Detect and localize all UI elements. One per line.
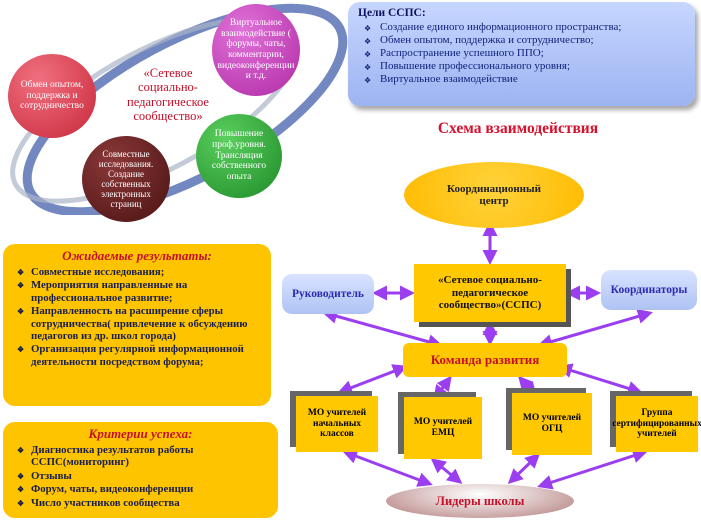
goals-list: Создание единого информационного простра… bbox=[358, 21, 685, 87]
bubble-research: Совместные исследования. Создание собств… bbox=[82, 136, 170, 222]
scheme-title: Схема взаимодействия bbox=[437, 120, 599, 137]
coordinators-box: Координаторы bbox=[601, 270, 697, 310]
goal-item: Повышение профессионального уровня; bbox=[358, 60, 685, 74]
goal-item: Обмен опытом, поддержка и сотрудничество… bbox=[358, 34, 685, 48]
expected-results-panel: Ожидаемые результаты: Совместные исследо… bbox=[3, 244, 271, 406]
result-item: Организация регулярной информационной де… bbox=[11, 343, 263, 368]
coordination-center: Координационный центр bbox=[404, 162, 584, 228]
goal-item: Виртуальное взаимодействие bbox=[358, 73, 685, 87]
community-center-label: «Сетевое социально-педагогическое сообще… bbox=[127, 66, 209, 124]
criteria-item: Диагностика результатов работы ССПС(мони… bbox=[11, 444, 270, 469]
school-leaders: Лидеры школы bbox=[386, 484, 574, 518]
result-item: Мероприятия направленные на профессионал… bbox=[11, 279, 263, 304]
group-ogc-teachers: МО учителей ОГЦ bbox=[512, 393, 592, 455]
goal-item: Создание единого информационного простра… bbox=[358, 21, 685, 35]
result-item: Совместные исследования; bbox=[11, 266, 263, 280]
result-item: Направленность на расширение сферы сотру… bbox=[11, 305, 263, 342]
group-primary-teachers: МО учителей начальных классов bbox=[296, 396, 378, 452]
success-criteria-panel: Критерии успеха: Диагностика результатов… bbox=[3, 422, 278, 518]
criteria-item: Отзывы bbox=[11, 470, 270, 484]
success-criteria-title: Критерии успеха: bbox=[88, 426, 193, 441]
success-criteria-list: Диагностика результатов работы ССПС(мони… bbox=[11, 444, 270, 511]
bubble-professional: Повышение проф.уровня. Трансляция собств… bbox=[196, 114, 282, 198]
goals-panel: Цели ССПС: Создание единого информационн… bbox=[348, 2, 695, 106]
group-certified-teachers: Группа сертифицированных учителей bbox=[612, 396, 701, 452]
goals-title: Цели ССПС: bbox=[358, 7, 426, 19]
group-emc-teachers: МО учителей ЕМЦ bbox=[404, 397, 482, 459]
goal-item: Распространение успешного ППО; bbox=[358, 47, 685, 61]
leader-box: Руководитель bbox=[282, 274, 374, 314]
community-box: «Сетевое социально-педагогическое сообще… bbox=[414, 264, 566, 322]
criteria-item: Форум, чаты, видеоконференции bbox=[11, 483, 270, 497]
bubble-virtual: Виртуальное взаимодействие ( форумы, чат… bbox=[212, 4, 300, 96]
development-team: Команда развития bbox=[403, 343, 567, 377]
expected-results-list: Совместные исследования; Мероприятия нап… bbox=[11, 266, 263, 368]
criteria-item: Число участников сообщества bbox=[11, 497, 270, 511]
bubble-exchange: Обмен опытом, поддержка и сотрудничество bbox=[8, 54, 96, 138]
expected-results-title: Ожидаемые результаты: bbox=[62, 248, 212, 263]
